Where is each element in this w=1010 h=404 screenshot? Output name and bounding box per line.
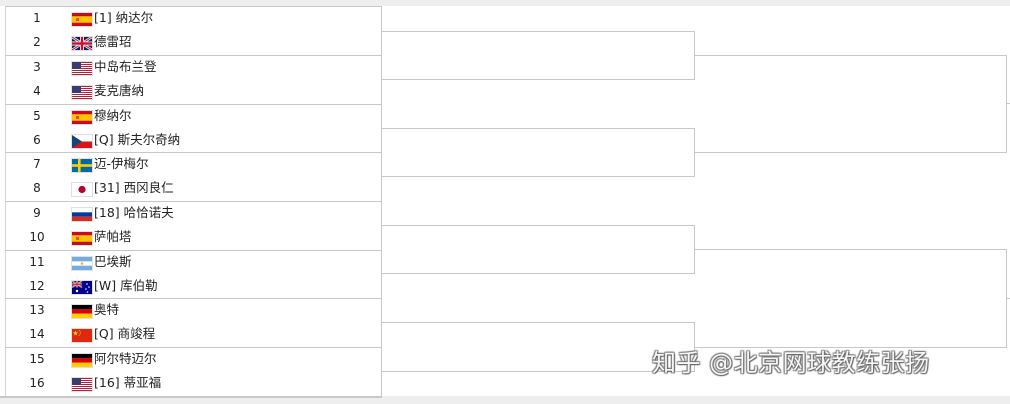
player-name-link[interactable]: 德雷玿 xyxy=(94,34,132,49)
player-name-link[interactable]: 迈-伊梅尔 xyxy=(94,156,149,171)
player-name-link[interactable]: 奥特 xyxy=(94,302,120,317)
player-row: 7 迈-伊梅尔 xyxy=(5,152,381,176)
round4-stubs xyxy=(1006,103,1010,299)
draw-position-number: 9 xyxy=(33,206,41,220)
player-name-link[interactable]: [18] 哈恰诺夫 xyxy=(94,205,174,220)
draw-position-number: 10 xyxy=(29,230,45,244)
player-name-link[interactable]: [Q] 斯夫尔奇纳 xyxy=(94,132,181,147)
round3-connectors xyxy=(694,55,1007,348)
draw-position-number: 16 xyxy=(29,376,45,390)
player-name-link[interactable]: [31] 西冈良仁 xyxy=(94,180,174,195)
draw-position-number: 7 xyxy=(33,157,41,171)
japan-flag-icon xyxy=(72,183,92,196)
draw-position-number: 3 xyxy=(33,60,41,74)
draw-position-number: 5 xyxy=(33,109,41,123)
top-scroll-strip xyxy=(0,0,1010,6)
usa-flag-icon xyxy=(72,62,92,75)
player-name-link[interactable]: 麦克唐纳 xyxy=(94,83,145,98)
player-row: 2 德雷玿 xyxy=(5,30,381,54)
player-row: 6 [Q] 斯夫尔奇纳 xyxy=(5,128,381,152)
player-name-link[interactable]: 穆纳尔 xyxy=(94,108,132,123)
watermark-text: 知乎 @北京网球教练张扬 xyxy=(652,349,930,377)
spain-flag-icon xyxy=(72,13,92,26)
draw-position-number: 8 xyxy=(33,181,41,195)
player-name-link[interactable]: 萨帕塔 xyxy=(94,229,132,244)
player-row: 1 [1] 纳达尔 xyxy=(5,6,381,30)
table-bottom-border xyxy=(0,396,382,398)
player-row: 9 [18] 哈恰诺夫 xyxy=(5,201,381,225)
player-row: 4 麦克唐纳 xyxy=(5,79,381,103)
australia-flag-icon xyxy=(72,281,92,294)
player-row: 16 [16] 蒂亚福 xyxy=(5,371,381,395)
player-row: 8 [31] 西冈良仁 xyxy=(5,176,381,200)
player-name-link[interactable]: 巴埃斯 xyxy=(94,254,132,269)
draw-position-number: 12 xyxy=(29,279,45,293)
draw-position-number: 14 xyxy=(29,327,45,341)
player-row: 3 中岛布兰登 xyxy=(5,55,381,79)
spain-flag-icon xyxy=(72,232,92,245)
czech-flag-icon xyxy=(72,135,92,148)
russia-flag-icon xyxy=(72,208,92,221)
argentina-flag-icon xyxy=(72,257,92,270)
player-row: 5 穆纳尔 xyxy=(5,104,381,128)
draw-position-number: 1 xyxy=(33,11,41,25)
player-name-link[interactable]: [16] 蒂亚福 xyxy=(94,375,162,390)
draw-table: 1 [1] 纳达尔 2 德雷玿 3 中岛布兰登 4 麦克唐纳 5 穆纳尔 6 [Q] 斯夫尔奇纳 7 迈-… xyxy=(5,6,381,396)
usa-flag-icon xyxy=(72,86,92,99)
bottom-scroll-strip xyxy=(0,396,1010,404)
round2-connectors xyxy=(381,31,695,372)
draw-position-number: 4 xyxy=(33,84,41,98)
player-row: 15 阿尔特迈尔 xyxy=(5,347,381,371)
draw-position-number: 13 xyxy=(29,303,45,317)
player-row: 12 [W] 库伯勒 xyxy=(5,274,381,298)
draw-position-number: 2 xyxy=(33,35,41,49)
draw-position-number: 11 xyxy=(29,255,45,269)
player-name-link[interactable]: [W] 库伯勒 xyxy=(94,278,158,293)
player-name-link[interactable]: [1] 纳达尔 xyxy=(94,10,154,25)
draw-position-number: 6 xyxy=(33,133,41,147)
player-row: 13 奥特 xyxy=(5,298,381,322)
player-name-link[interactable]: [Q] 商竣程 xyxy=(94,326,156,341)
china-flag-icon xyxy=(72,329,92,342)
germany-flag-icon xyxy=(72,305,92,318)
uk-flag-icon xyxy=(72,37,92,50)
germany-flag-icon xyxy=(72,354,92,367)
player-row: 10 萨帕塔 xyxy=(5,225,381,249)
match-dividers xyxy=(5,55,381,348)
sweden-flag-icon xyxy=(72,159,92,172)
player-row: 14 [Q] 商竣程 xyxy=(5,322,381,346)
player-row: 11 巴埃斯 xyxy=(5,250,381,274)
player-name-link[interactable]: 阿尔特迈尔 xyxy=(94,351,157,366)
spain-flag-icon xyxy=(72,111,92,124)
draw-position-number: 15 xyxy=(29,352,45,366)
player-name-link[interactable]: 中岛布兰登 xyxy=(94,59,157,74)
usa-flag-icon xyxy=(72,378,92,391)
